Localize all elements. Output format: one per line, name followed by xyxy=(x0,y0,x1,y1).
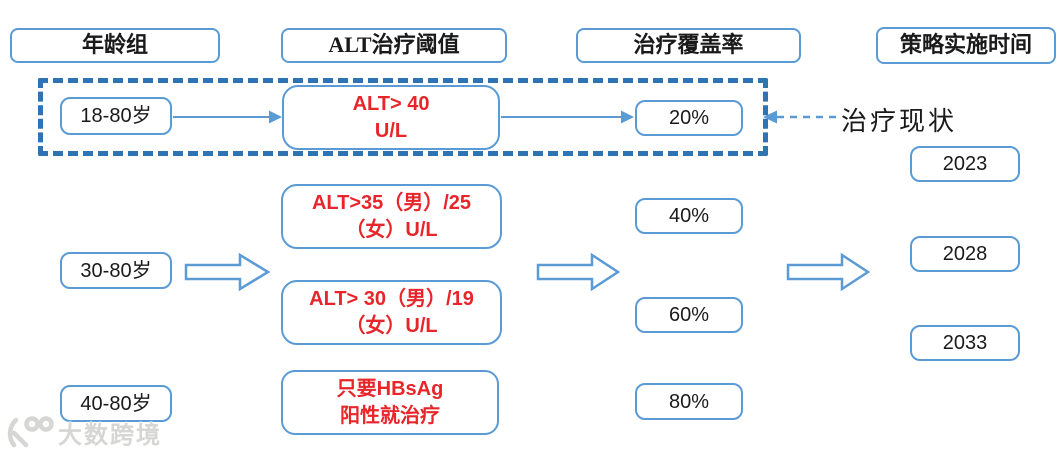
coverage-box-80: 80% xyxy=(635,383,743,420)
threshold-box-hbsag-line1: 只要HBsAg xyxy=(336,377,444,400)
coverage-box-20-label: 20% xyxy=(668,107,710,129)
watermark-logo-icon xyxy=(7,416,54,448)
age-box-18-80: 18-80岁 xyxy=(60,97,172,135)
age-box-30-80-label: 30-80岁 xyxy=(80,259,152,282)
threshold-box-alt35-25-line2: （女）U/L xyxy=(345,218,438,241)
threshold-box-alt30-19: ALT> 30（男）/19 （女）U/L xyxy=(281,280,502,345)
threshold-box-alt30-19-line1: ALT> 30（男）/19 xyxy=(309,287,474,310)
year-box-2033: 2033 xyxy=(910,325,1020,361)
header-strategy-time-label: 策略实施时间 xyxy=(899,32,1032,58)
block-arrow-coverage-to-year-icon xyxy=(786,252,871,292)
threshold-box-alt30-19-line2: （女）U/L xyxy=(345,314,438,337)
coverage-box-40: 40% xyxy=(635,198,743,234)
threshold-box-alt40-line2: U/L xyxy=(374,119,408,142)
year-box-2028-label: 2028 xyxy=(942,243,988,265)
header-strategy-time: 策略实施时间 xyxy=(876,27,1056,64)
threshold-box-alt40: ALT> 40 U/L xyxy=(282,85,500,150)
watermark-text: 大数跨境 xyxy=(58,421,162,449)
year-box-2023-label: 2023 xyxy=(942,153,988,175)
age-box-40-80: 40-80岁 xyxy=(60,385,172,422)
year-box-2033-label: 2033 xyxy=(942,332,988,354)
block-arrow-age-to-threshold-icon xyxy=(184,252,271,292)
coverage-box-40-label: 40% xyxy=(668,205,710,227)
header-coverage-label: 治疗覆盖率 xyxy=(633,32,744,58)
coverage-box-60-label: 60% xyxy=(668,304,710,326)
age-box-40-80-label: 40-80岁 xyxy=(80,392,152,415)
threshold-box-alt35-25: ALT>35（男）/25 （女）U/L xyxy=(281,184,502,249)
age-box-30-80: 30-80岁 xyxy=(60,252,172,289)
coverage-box-60: 60% xyxy=(635,297,743,333)
threshold-box-alt40-line1: ALT> 40 xyxy=(352,92,430,115)
watermark: 大数跨境 xyxy=(4,414,162,450)
threshold-box-alt35-25-line1: ALT>35（男）/25 xyxy=(311,191,472,214)
header-coverage: 治疗覆盖率 xyxy=(576,28,801,63)
header-age-group: 年龄组 xyxy=(10,28,220,63)
header-alt-threshold: ALT治疗阈值 xyxy=(281,28,507,63)
block-arrow-threshold-to-coverage-icon xyxy=(536,252,621,292)
coverage-box-20: 20% xyxy=(635,100,743,136)
age-box-18-80-label: 18-80岁 xyxy=(80,105,152,127)
arrow-status-callout-icon xyxy=(763,110,836,124)
header-age-group-label: 年龄组 xyxy=(81,32,148,58)
coverage-box-80-label: 80% xyxy=(668,390,710,413)
current-status-callout: 治疗现状 xyxy=(841,107,958,136)
threshold-box-hbsag: 只要HBsAg 阳性就治疗 xyxy=(281,370,499,435)
year-box-2023: 2023 xyxy=(910,146,1020,182)
year-box-2028: 2028 xyxy=(910,236,1020,272)
threshold-box-hbsag-line2: 阳性就治疗 xyxy=(340,404,440,427)
header-alt-threshold-label: ALT治疗阈值 xyxy=(328,32,460,58)
